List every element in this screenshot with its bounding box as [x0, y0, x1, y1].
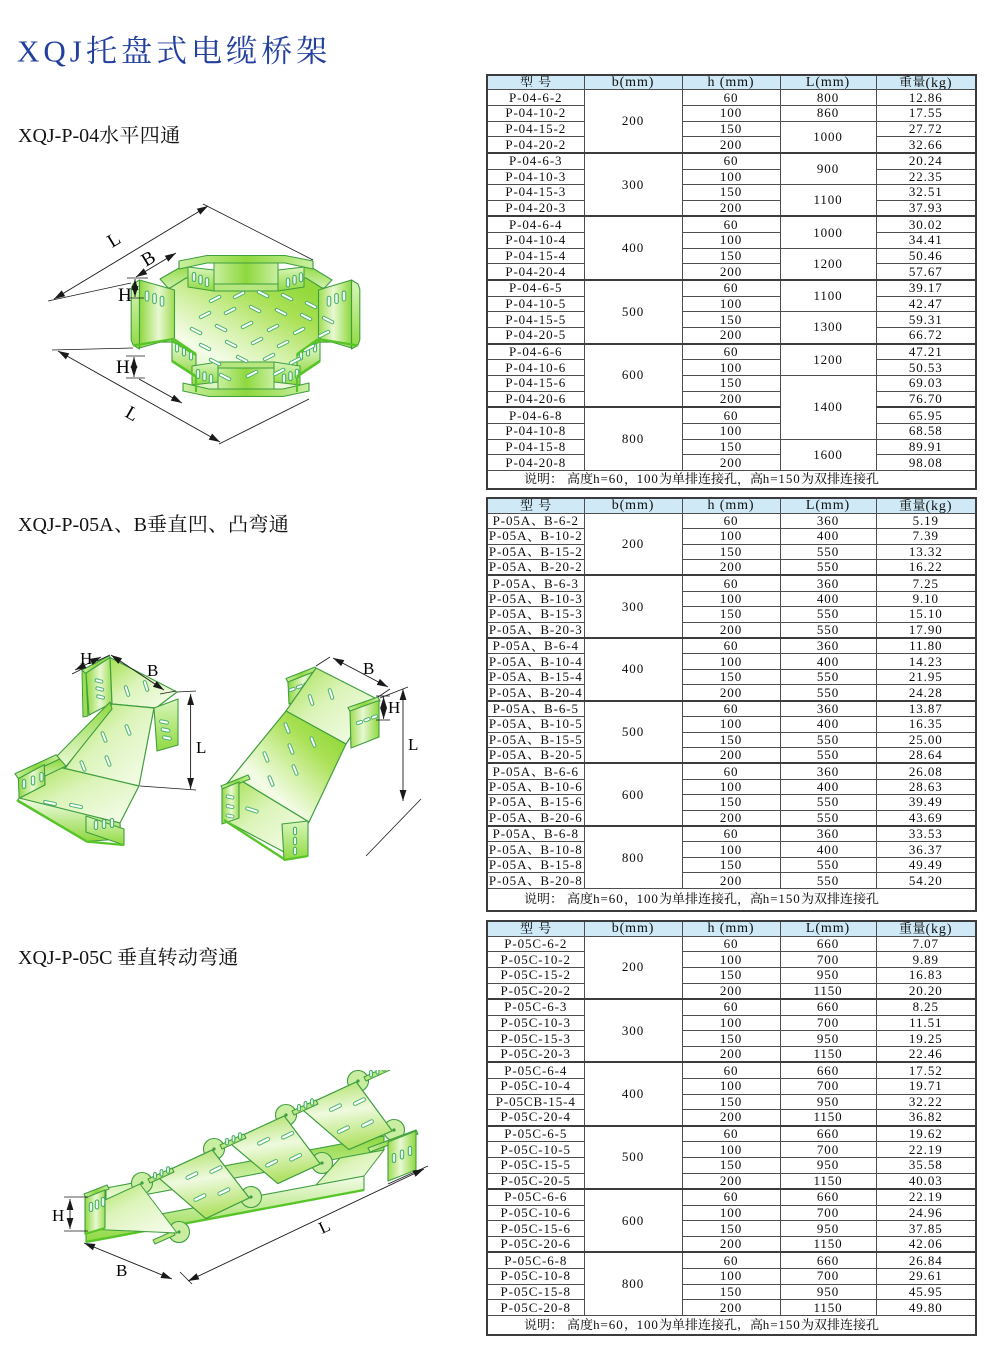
svg-text:H: H [388, 698, 400, 717]
svg-text:B: B [116, 1261, 127, 1280]
svg-text:H: H [118, 285, 132, 306]
svg-text:L: L [408, 735, 418, 754]
svg-text:L: L [122, 402, 143, 426]
svg-text:B: B [363, 659, 374, 678]
svg-text:B: B [147, 661, 158, 680]
svg-text:B: B [138, 247, 160, 272]
svg-text:H: H [52, 1206, 64, 1225]
svg-text:L: L [316, 1216, 333, 1238]
svg-text:L: L [196, 738, 206, 757]
svg-text:H: H [116, 357, 130, 378]
svg-text:H: H [80, 649, 92, 668]
svg-text:L: L [104, 228, 125, 252]
